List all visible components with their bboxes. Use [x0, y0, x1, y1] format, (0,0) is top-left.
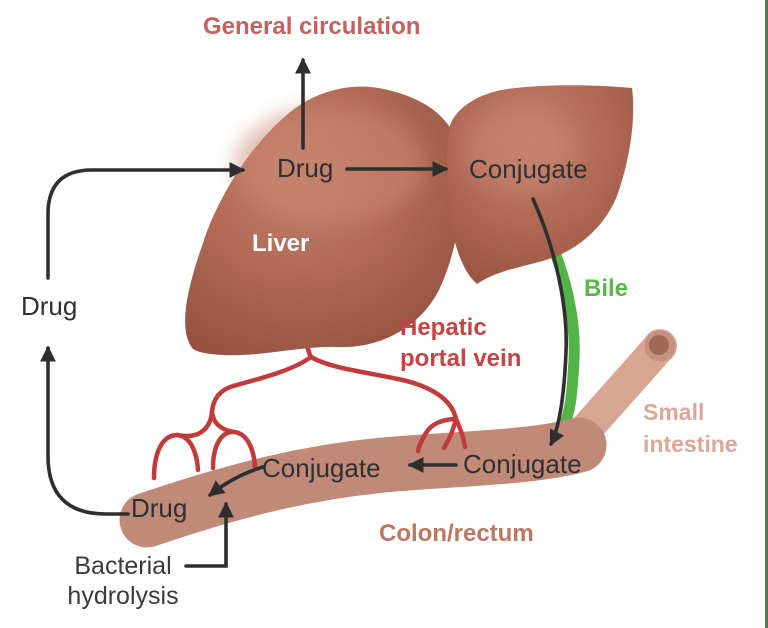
general-circulation-label: General circulation	[203, 13, 421, 40]
portal-vein-right-branch	[308, 354, 459, 422]
small-intestine-line1: Small	[643, 399, 705, 425]
right-edge-strip	[765, 0, 768, 628]
liver-shape	[185, 85, 634, 356]
liver-right-highlight	[462, 108, 578, 192]
arrow-drug-left-to-liver	[46, 162, 246, 280]
colon-rectum-label: Colon/rectum	[379, 520, 534, 547]
drug-left-label: Drug	[21, 291, 78, 321]
drug-liver-label: Drug	[277, 153, 334, 183]
bacterial-hydrolysis-line2: hydrolysis	[67, 582, 179, 610]
portal-vein-left-branch	[209, 354, 314, 415]
drug-colon-label: Drug	[131, 493, 188, 523]
hepatic-portal-vein-line1: Hepatic	[400, 314, 487, 341]
colon-rectum-shape	[119, 417, 607, 548]
hepatic-portal-vein-line2: portal vein	[400, 345, 522, 372]
liver-left-highlight	[235, 107, 425, 223]
small-intestine-line2: intestine	[643, 431, 738, 457]
arrow-conjugate-via-bile-to-intestine	[531, 197, 569, 447]
portal-vein-right-twig-3	[415, 416, 459, 454]
arrow-colon-drug-to-drug-left	[40, 345, 130, 516]
portal-vein-left-connector-2	[209, 409, 237, 435]
flow-arrows	[40, 57, 569, 568]
arrow-bacterial-hydrolysis	[184, 501, 234, 568]
small-intestine-lumen	[649, 335, 669, 355]
small-intestine-label: Small intestine	[643, 396, 738, 460]
conjugate-colon-label: Conjugate	[262, 453, 381, 483]
bile-label: Bile	[584, 275, 629, 302]
conjugate-intestine-label: Conjugate	[463, 449, 582, 479]
portal-vein-left-loop-1	[151, 432, 201, 481]
bacterial-hydrolysis-label: Bacterial hydrolysis	[40, 551, 206, 611]
hepatic-portal-vein-label: Hepatic portal vein	[400, 312, 521, 374]
arrow-conjugate-to-drug-colon	[208, 465, 265, 497]
bile-duct	[538, 222, 580, 434]
hepatic-portal-vein-shape	[151, 303, 468, 481]
conjugate-liver-label: Conjugate	[469, 154, 588, 184]
bacterial-hydrolysis-line1: Bacterial	[74, 552, 172, 580]
portal-vein-left-connector	[174, 409, 215, 439]
portal-vein-right-twig-2	[453, 416, 468, 450]
liver-label: Liver	[252, 230, 310, 257]
